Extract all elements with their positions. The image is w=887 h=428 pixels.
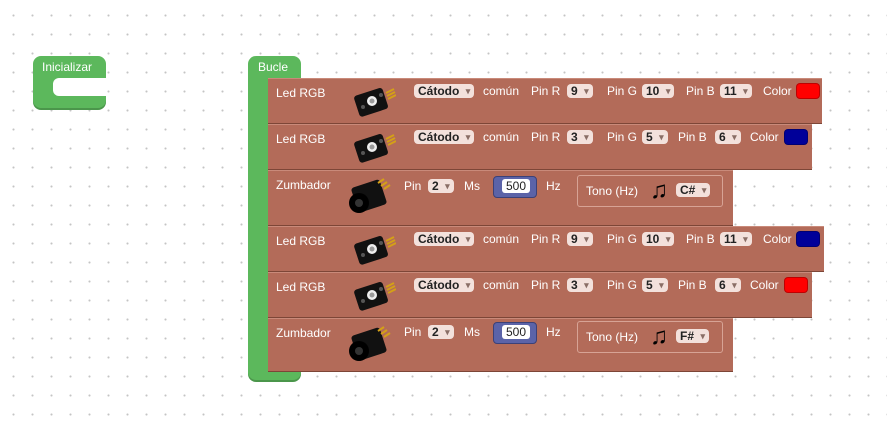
pin-g-dropdown[interactable]: 10 <box>642 84 675 98</box>
pin-b-label: Pin B <box>678 130 707 144</box>
led-rgb-block[interactable]: Led RGB Cátodo común Pin R 9 Pin G 10 Pi… <box>268 226 824 272</box>
pin-r-label: Pin R <box>531 232 561 246</box>
cathode-dropdown[interactable]: Cátodo <box>414 232 475 246</box>
pin-label: Pin <box>404 325 422 339</box>
color-swatch[interactable] <box>796 83 820 99</box>
pin-r-dropdown[interactable]: 9 <box>567 232 593 246</box>
color-label: Color <box>763 84 792 98</box>
pin-dropdown[interactable]: 2 <box>428 179 454 193</box>
comun-label: común <box>483 232 520 246</box>
hz-label: Hz <box>546 179 561 193</box>
pin-b-label: Pin B <box>678 278 707 292</box>
zumbador-title: Zumbador <box>276 178 331 192</box>
pin-g-dropdown[interactable]: 10 <box>642 232 675 246</box>
pin-b-dropdown[interactable]: 6 <box>715 278 741 292</box>
pin-b-dropdown[interactable]: 11 <box>720 84 752 98</box>
comun-label: común <box>483 84 520 98</box>
color-label: Color <box>750 130 779 144</box>
pin-r-label: Pin R <box>531 84 561 98</box>
pin-g-dropdown[interactable]: 5 <box>642 130 668 144</box>
tone-label: Tono (Hz) <box>586 330 639 344</box>
ms-value[interactable]: 500 <box>502 325 530 339</box>
ms-label: Ms <box>464 325 480 339</box>
zumbador-block[interactable]: Zumbador Pin 2 Ms 500 Hz Tono (Hz) ♫ F# <box>268 318 733 372</box>
cathode-dropdown[interactable]: Cátodo <box>414 84 475 98</box>
cathode-dropdown[interactable]: Cátodo <box>414 278 475 292</box>
note-dropdown[interactable]: F# <box>676 329 710 343</box>
tone-block[interactable]: Tono (Hz) ♫ F# <box>577 321 723 353</box>
music-note-icon: ♫ <box>650 323 668 350</box>
tone-block[interactable]: Tono (Hz) ♫ C# <box>577 175 723 207</box>
ms-number-block[interactable]: 500 <box>493 176 537 198</box>
music-note-icon: ♫ <box>650 177 668 204</box>
buzzer-module-icon <box>349 326 391 361</box>
comun-label: común <box>483 278 520 292</box>
color-swatch[interactable] <box>796 231 820 247</box>
led-rgb-block[interactable]: Led RGB Cátodo común Pin R 9 Pin G 10 Pi… <box>268 78 822 124</box>
ms-label: Ms <box>464 179 480 193</box>
pin-r-label: Pin R <box>531 278 561 292</box>
led-rgb-block[interactable]: Led RGB Cátodo común Pin R 3 Pin G 5 Pin… <box>268 124 812 170</box>
inicializar-slot <box>53 78 106 96</box>
pin-r-dropdown[interactable]: 3 <box>567 278 593 292</box>
led-rgb-title: Led RGB <box>276 132 326 146</box>
pin-r-dropdown[interactable]: 9 <box>567 84 593 98</box>
bucle-label: Bucle <box>258 60 289 74</box>
pin-r-label: Pin R <box>531 130 561 144</box>
ms-value[interactable]: 500 <box>502 179 530 193</box>
pin-g-label: Pin G <box>607 278 638 292</box>
led-rgb-title: Led RGB <box>276 86 326 100</box>
rgb-led-module-icon <box>354 281 396 311</box>
pin-g-dropdown[interactable]: 5 <box>642 278 668 292</box>
led-rgb-title: Led RGB <box>276 234 326 248</box>
color-swatch[interactable] <box>784 277 808 293</box>
tone-label: Tono (Hz) <box>586 184 639 198</box>
color-label: Color <box>763 232 792 246</box>
led-rgb-title: Led RGB <box>276 280 326 294</box>
pin-b-label: Pin B <box>686 84 715 98</box>
note-dropdown[interactable]: C# <box>676 183 711 197</box>
rgb-led-module-icon <box>354 235 396 265</box>
pin-label: Pin <box>404 179 422 193</box>
inicializar-block[interactable]: Inicializar <box>33 56 106 110</box>
ms-number-block[interactable]: 500 <box>493 322 537 344</box>
comun-label: común <box>483 130 520 144</box>
rgb-led-module-icon <box>354 133 396 163</box>
pin-g-label: Pin G <box>607 84 638 98</box>
pin-b-label: Pin B <box>686 232 715 246</box>
zumbador-block[interactable]: Zumbador Pin 2 Ms 500 Hz Tono (Hz) ♫ C# <box>268 170 733 226</box>
led-rgb-block[interactable]: Led RGB Cátodo común Pin R 3 Pin G 5 Pin… <box>268 272 812 318</box>
pin-r-dropdown[interactable]: 3 <box>567 130 593 144</box>
pin-b-dropdown[interactable]: 11 <box>720 232 752 246</box>
pin-dropdown[interactable]: 2 <box>428 325 454 339</box>
hz-label: Hz <box>546 325 561 339</box>
rgb-led-module-icon <box>354 87 396 117</box>
inicializar-label: Inicializar <box>42 60 93 74</box>
pin-g-label: Pin G <box>607 232 638 246</box>
zumbador-title: Zumbador <box>276 326 331 340</box>
pin-g-label: Pin G <box>607 130 638 144</box>
buzzer-module-icon <box>349 178 391 213</box>
cathode-dropdown[interactable]: Cátodo <box>414 130 475 144</box>
pin-b-dropdown[interactable]: 6 <box>715 130 741 144</box>
color-label: Color <box>750 278 779 292</box>
color-swatch[interactable] <box>784 129 808 145</box>
